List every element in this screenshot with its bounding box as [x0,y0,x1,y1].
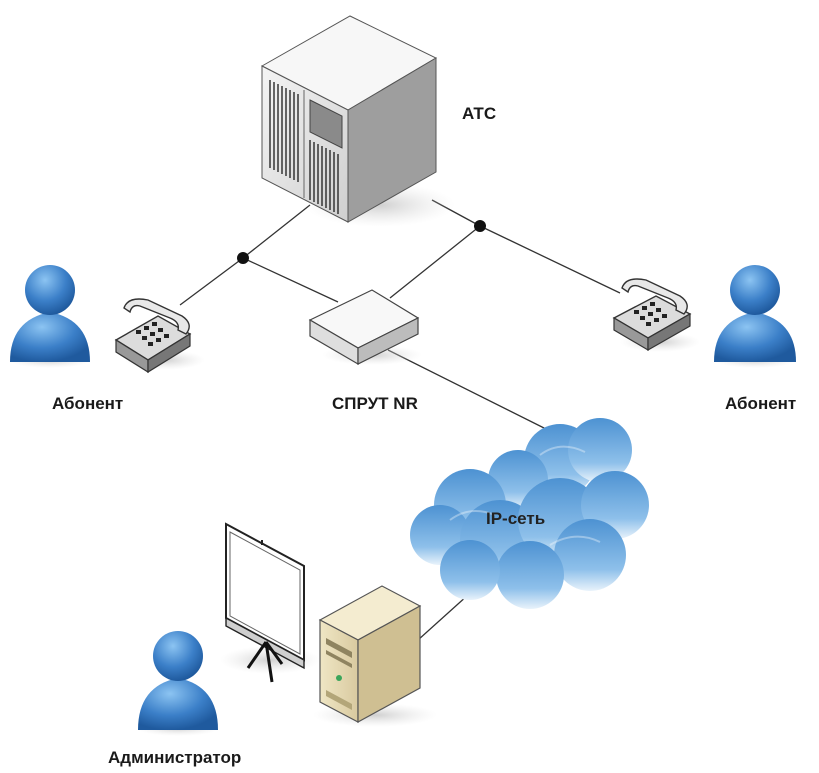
line-cloud-pc [417,594,469,641]
line-junction-right-sprut [389,225,481,299]
line-junction-phone-left [179,257,244,306]
connection-lines [179,199,621,641]
label-sprut: СПРУТ NR [332,394,418,413]
junction-right [474,220,486,232]
label-subscriber-left: Абонент [52,394,124,413]
line-sprut-cloud [387,349,559,436]
telephone-icon [114,298,205,374]
junction-left [237,252,249,264]
router-box-icon [308,289,422,366]
person-icon [713,265,797,368]
person-icon [8,265,92,368]
cloud-icon [410,418,649,609]
label-atc: АТС [462,104,497,123]
projector-screen-icon [220,522,320,683]
line-junction-sprut [242,257,339,303]
line-junction-phone-right [479,225,621,294]
label-ip-network: IP-сеть [486,509,546,528]
person-icon [136,631,220,736]
telephone-icon [612,278,700,352]
label-subscriber-right: Абонент [725,394,797,413]
pc-tower-icon [313,585,437,727]
label-administrator: Администратор [108,748,242,767]
line-atc-junction-left [242,204,311,259]
server-rack-icon [260,15,455,227]
